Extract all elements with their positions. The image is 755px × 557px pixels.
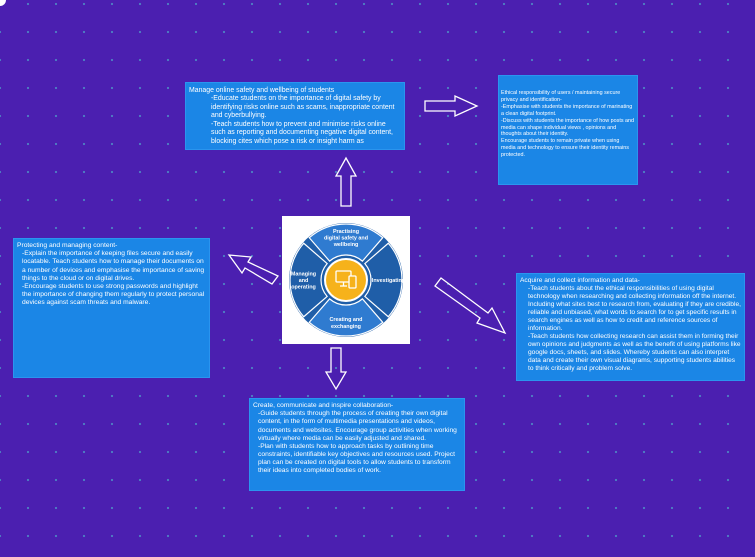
corner-marker bbox=[0, 0, 6, 6]
box-acquire-information: Acquire and collect information and data… bbox=[516, 273, 745, 381]
box-body: -Educate students on the importance of d… bbox=[211, 95, 395, 145]
box-body: -Emphasise with students the importance … bbox=[501, 103, 635, 159]
box-title: Create, communicate and inspire collabor… bbox=[253, 402, 394, 409]
box-create-communicate: Create, communicate and inspire collabor… bbox=[249, 398, 465, 491]
arrow-diagonal bbox=[434, 277, 507, 335]
label-investigating: Investigating bbox=[372, 278, 405, 284]
wheel-segment-safety bbox=[308, 223, 384, 262]
devices-icon-bg bbox=[326, 260, 366, 300]
box-title: Acquire and collect information and data… bbox=[520, 277, 640, 284]
arrow-up bbox=[334, 156, 358, 207]
box-body: -Explain the importance of keeping files… bbox=[22, 250, 205, 307]
box-body: -Teach students about the ethical respon… bbox=[528, 285, 741, 373]
wheel-segment-creating bbox=[308, 298, 384, 337]
devices-icon bbox=[335, 270, 357, 289]
box-ethical-responsibility: Ethical responsibility of users / mainta… bbox=[498, 75, 638, 185]
wheel-segment-managing bbox=[289, 242, 328, 318]
box-body: -Guide students through the process of c… bbox=[258, 410, 457, 475]
box-manage-online-safety: Manage online safety and wellbeing of st… bbox=[185, 82, 405, 150]
box-title: Ethical responsibility of users / mainta… bbox=[501, 90, 621, 103]
arrow-down bbox=[324, 347, 348, 391]
wheel-segment-investigating bbox=[364, 242, 403, 318]
box-title: Protecting and managing content- bbox=[17, 242, 118, 249]
arrow-left bbox=[227, 254, 280, 285]
arrow-right bbox=[424, 94, 479, 118]
box-title: Manage online safety and wellbeing of st… bbox=[189, 87, 335, 94]
box-protecting-content: Protecting and managing content- -Explai… bbox=[13, 238, 210, 378]
